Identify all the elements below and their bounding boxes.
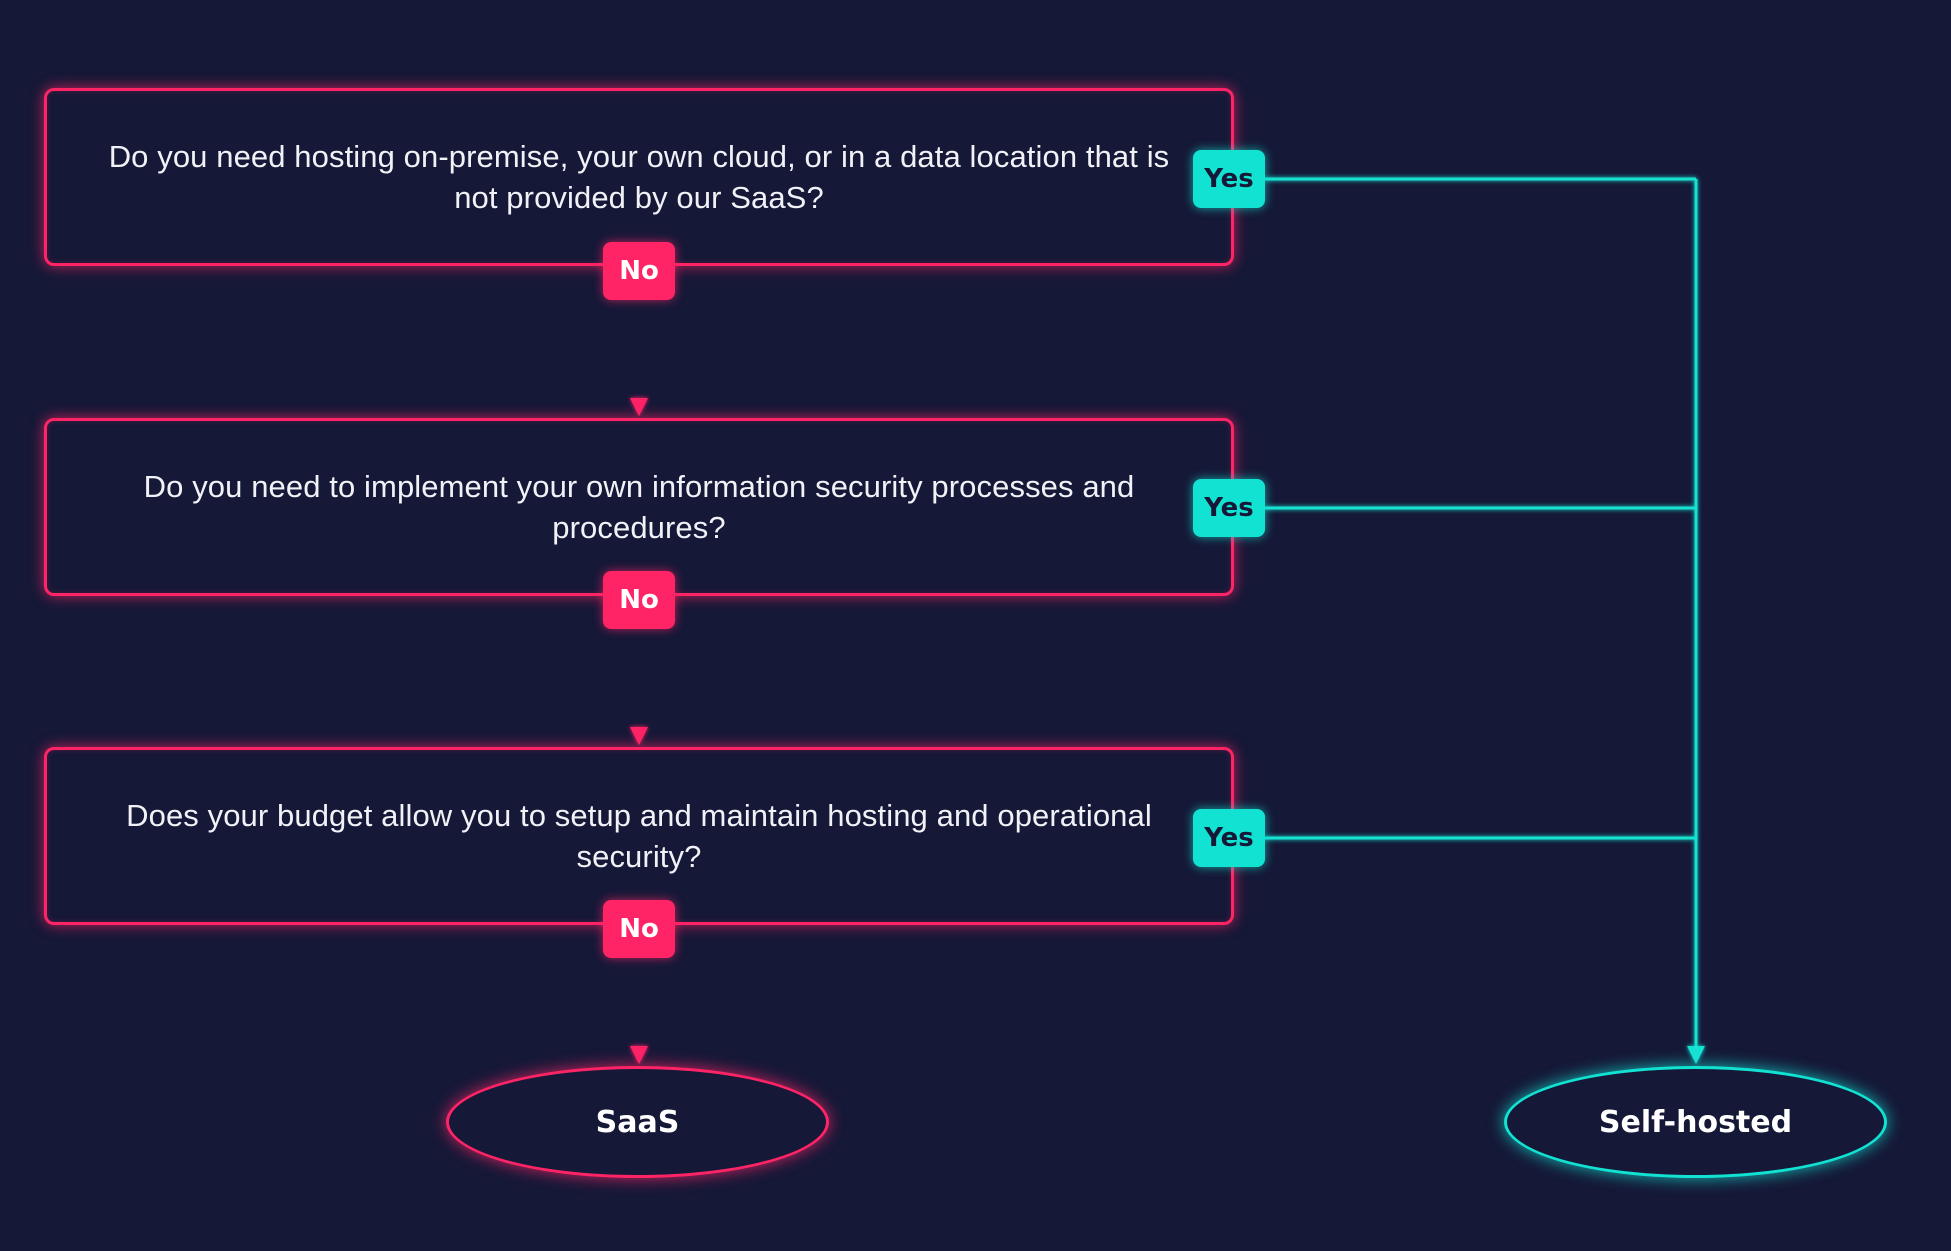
question-text-1: Do you need hosting on-premise, your own… (108, 139, 1170, 215)
question-text-3: Does your budget allow you to setup and … (126, 798, 1152, 874)
no-badge-3[interactable]: No (603, 900, 675, 958)
question-text-2: Do you need to implement your own inform… (143, 469, 1135, 545)
yes-badge-2[interactable]: Yes (1193, 479, 1265, 537)
no-arrowhead-2 (630, 727, 648, 745)
yes-badge-1[interactable]: Yes (1193, 150, 1265, 208)
question-box-3: Does your budget allow you to setup and … (44, 747, 1234, 925)
no-badge-1[interactable]: No (603, 242, 675, 300)
yes-arrowhead (1687, 1046, 1705, 1064)
outcome-saas[interactable]: SaaS (446, 1066, 829, 1178)
outcome-self-hosted[interactable]: Self-hosted (1504, 1066, 1887, 1178)
question-box-1: Do you need hosting on-premise, your own… (44, 88, 1234, 266)
yes-badge-3[interactable]: Yes (1193, 809, 1265, 867)
no-badge-2[interactable]: No (603, 571, 675, 629)
question-box-2: Do you need to implement your own inform… (44, 418, 1234, 596)
no-arrowhead-3 (630, 1046, 648, 1064)
no-arrowhead-1 (630, 398, 648, 416)
